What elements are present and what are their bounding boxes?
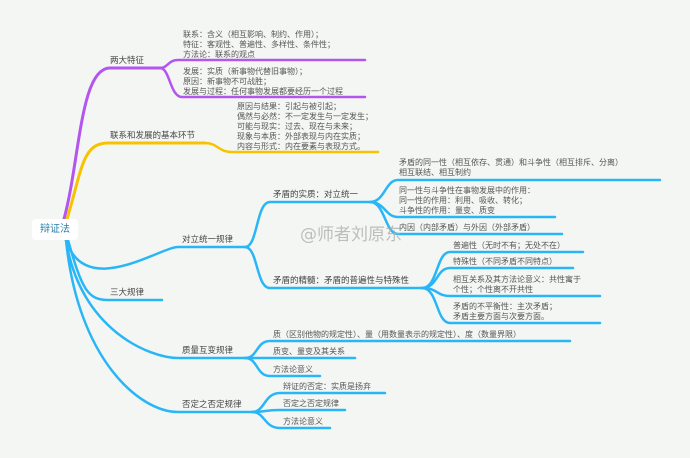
- node-unity-law[interactable]: 对立统一规律: [182, 235, 234, 245]
- node-roles[interactable]: 同一性与斗争性在事物发展中的作用： 同一性的作用：利用、吸收、转化； 斗争性的作…: [399, 186, 535, 216]
- node-internal-external[interactable]: 内因（内部矛盾）与外因（外部矛盾）: [399, 223, 535, 232]
- node-particularity[interactable]: 特殊性（不同矛盾不同特点）: [453, 257, 557, 266]
- text-line: 发展：实质（新事物代替旧事物）；: [183, 67, 307, 76]
- text-line: 现象与本质：外部表现与内在实质；: [237, 132, 365, 141]
- text-line: 同一性与斗争性在事物发展中的作用：: [399, 186, 535, 195]
- text-line: 内容与形式：内在要素与表现方式。: [237, 142, 365, 151]
- watermark: @师者刘原东: [300, 225, 402, 245]
- text-line: 同一性的作用：利用、吸收、转化；: [399, 196, 527, 205]
- text-line: 原因与结果：引起与被引起；: [237, 102, 341, 111]
- node-quality-item[interactable]: 质变、量变及其关系: [273, 347, 345, 356]
- text-line: 相互关系及其方法论意义：共性寓于: [453, 275, 581, 284]
- node-three-laws[interactable]: 三大规律: [110, 288, 145, 298]
- node-development[interactable]: 发展：实质（新事物代替旧事物）； 原因：新事物不可战胜； 发展与过程：任何事物发…: [183, 67, 343, 97]
- node-imbalance[interactable]: 矛盾的不平衡性：主次矛盾； 矛盾主要方面与次要方面。: [453, 302, 557, 322]
- node-quality-item[interactable]: 质（区别他物的规定性）、量（用数量表示的规定性）、度（数量界限）: [273, 330, 521, 339]
- root-node[interactable]: 辩证法: [32, 219, 78, 240]
- node-quality-law[interactable]: 质量互变规律: [182, 346, 234, 356]
- text-line: 斗争性的作用：量变、质变: [399, 206, 495, 215]
- text-line: 矛盾的同一性（相互依存、贯通）和斗争性（相互排斥、分离）: [399, 158, 623, 167]
- node-quality-item[interactable]: 方法论意义: [273, 365, 313, 374]
- connector-basic-links: [65, 141, 207, 221]
- text-line: 个性；个性离不开共性: [453, 285, 533, 294]
- text-line: 矛盾主要方面与次要方面。: [453, 312, 549, 321]
- node-relationship[interactable]: 相互关系及其方法论意义：共性寓于 个性；个性离不开共性: [453, 275, 581, 295]
- node-connection[interactable]: 联系：含义（相互影响、制约、作用）； 特征：客观性、普遍性、多样性、条件性； 方…: [183, 30, 335, 60]
- node-universality[interactable]: 普遍性（无时不有；无处不在）: [453, 241, 565, 250]
- text-line: 联系：含义（相互影响、制约、作用）；: [183, 30, 323, 39]
- node-basic-links-content[interactable]: 原因与结果：引起与被引起； 偶然与必然：不一定发生与一定发生； 可能与现实：过去…: [237, 102, 373, 152]
- text-line: 特征：客观性、普遍性、多样性、条件性；: [183, 40, 335, 49]
- text-line: 方法论：联系的观点: [183, 50, 255, 59]
- node-two-features[interactable]: 两大特征: [110, 56, 145, 66]
- text-line: 相互联结、相互制约: [399, 168, 471, 177]
- text-line: 可能与现实：过去、现在与未来；: [237, 122, 357, 131]
- text-line: 原因：新事物不可战胜；: [183, 77, 271, 86]
- node-negation-item[interactable]: 辩证的否定：实质是扬弃: [283, 382, 371, 391]
- node-basic-links[interactable]: 联系和发展的基本环节: [110, 131, 196, 141]
- connector-two-features: [62, 66, 162, 221]
- node-identity-struggle[interactable]: 矛盾的同一性（相互依存、贯通）和斗争性（相互排斥、分离） 相互联结、相互制约: [399, 158, 623, 178]
- node-negation-law[interactable]: 否定之否定规律: [182, 400, 242, 410]
- text-line: 矛盾的不平衡性：主次矛盾；: [453, 302, 557, 311]
- text-line: 偶然与必然：不一定发生与一定发生；: [237, 112, 373, 121]
- node-negation-item[interactable]: 否定之否定规律: [283, 399, 339, 408]
- node-contradiction-core[interactable]: 矛盾的精髓：矛盾的普遍性与特殊性: [273, 276, 410, 286]
- node-negation-item[interactable]: 方法论意义: [283, 417, 323, 426]
- text-line: 发展与过程：任何事物发展都要经历一个过程: [183, 87, 343, 96]
- node-contradiction-essence[interactable]: 矛盾的实质：对立统一: [273, 190, 359, 200]
